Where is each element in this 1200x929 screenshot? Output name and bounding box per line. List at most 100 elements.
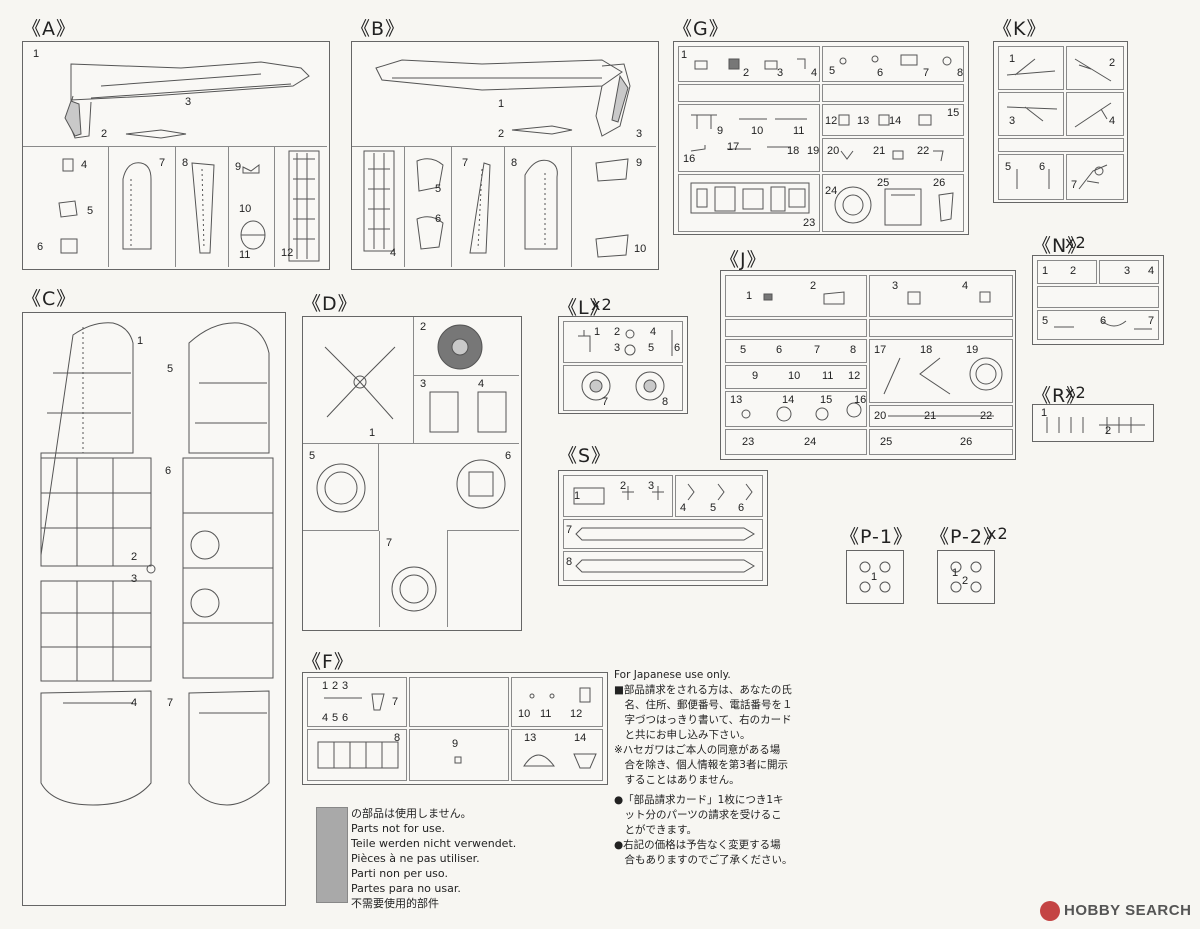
sprue-s-cell-2: 4 5 6 <box>675 475 763 517</box>
strut-k4 <box>1074 102 1112 128</box>
legend-line: 不需要使用的部件 <box>351 897 439 910</box>
sprue-k-cell-4: 4 <box>1066 92 1124 136</box>
part-number: 1 <box>1042 265 1049 277</box>
part-number: 3 <box>131 573 138 585</box>
sprue-d-parts-cell: 3 4 <box>414 376 519 444</box>
sprue-j-cell-2: 3 4 <box>869 275 1013 317</box>
sprue-a-fuselage-cell: 1 2 3 <box>23 42 327 147</box>
housings-d <box>429 391 507 433</box>
part-number: 19 <box>807 145 820 157</box>
small-parts-j2 <box>907 291 991 305</box>
part-number: 15 <box>947 107 960 119</box>
part-number: 14 <box>889 115 902 127</box>
part-number: 8 <box>850 344 857 356</box>
panels-f <box>529 687 591 703</box>
part-number: 9 <box>452 738 459 750</box>
part-number: 4 <box>1148 265 1155 277</box>
part-number: 4 <box>478 378 485 390</box>
part-number: 18 <box>920 344 933 356</box>
cockpit-wall-a <box>288 150 320 262</box>
sprue-n-frame: 1 2 3 4 5 6 7 <box>1032 255 1164 345</box>
part-number: 2 <box>810 280 817 292</box>
part-number: 1 <box>681 49 688 61</box>
part-number: 23 <box>803 217 816 229</box>
japan-note-line: ット分のパーツの請求を受けるこ <box>614 809 782 821</box>
discs-j <box>741 402 862 422</box>
sprue-k-cell-3: 3 <box>998 92 1064 136</box>
part-number: 4 <box>811 67 818 79</box>
japan-note-line: ●「部品請求カード」1枚につき1キ <box>614 794 784 806</box>
sprue-b-plates-cell: 9 10 <box>572 147 656 267</box>
part-number: 4 <box>962 280 969 292</box>
sprue-g-cell-4: 12 13 14 15 <box>822 104 964 136</box>
strut-k3 <box>1006 106 1058 122</box>
sprue-p2-multiplier: x2 <box>987 524 1009 543</box>
sprue-k-cell-2: 2 <box>1066 46 1124 90</box>
part-number: 12 <box>281 247 294 259</box>
part-number: 1 <box>322 680 329 692</box>
part-number: 5 <box>829 65 836 77</box>
engine-d <box>437 324 483 370</box>
japan-note-line: ●右記の価格は予告なく変更する場 <box>614 839 781 851</box>
small-parts-a <box>58 158 78 254</box>
part-number: 20 <box>874 410 887 422</box>
legend-line: Pièces à ne pas utiliser. <box>351 852 480 865</box>
sprue-b-frame: 1 2 3 4 5 6 7 8 <box>351 41 659 270</box>
part-number: 3 <box>777 67 784 79</box>
bombs-s <box>687 483 753 501</box>
part-number: 17 <box>727 141 740 153</box>
plates-b <box>595 158 629 258</box>
part-number: 17 <box>874 344 887 356</box>
part-number: 8 <box>566 556 573 568</box>
part-number: 19 <box>966 344 979 356</box>
sprue-n-cell-2: 3 4 <box>1099 260 1159 284</box>
part-number: 8 <box>394 732 401 744</box>
part-number: 16 <box>683 153 696 165</box>
japan-note-line: 名、住所、郵便番号、電話番号を１ <box>614 699 793 711</box>
part-number: 1 <box>137 335 144 347</box>
part-number: 7 <box>602 396 609 408</box>
part-number: 10 <box>518 708 531 720</box>
sprue-b-cockpit-cell: 4 <box>352 147 405 267</box>
part-number: 1 <box>574 490 581 502</box>
fin-a <box>191 162 215 254</box>
part-number: 5 <box>710 502 717 514</box>
torpedo-half-s2 <box>575 559 755 573</box>
part-number: 7 <box>923 67 930 79</box>
sprue-n-empty <box>1037 286 1159 308</box>
part-number: 3 <box>648 480 655 492</box>
sprue-n-cell-3: 5 6 7 <box>1037 310 1159 340</box>
canopy-f <box>523 753 597 769</box>
part-number: 7 <box>462 157 469 169</box>
sprue-a-rudder-cell: 7 <box>109 147 176 267</box>
sprue-j-struts-cell: 17 18 19 <box>869 339 1013 403</box>
part-number: 3 <box>892 280 899 292</box>
sprue-b-fuselage-cell: 1 2 3 <box>352 42 656 147</box>
japan-note-line: 合を除き、個人情報を第3者に開示 <box>614 759 788 771</box>
sprue-b-fin-cell: 7 <box>452 147 505 267</box>
sprue-g-cell-7: 24 25 26 <box>822 174 964 232</box>
part-number: 5 <box>435 183 442 195</box>
part-number: 22 <box>917 145 930 157</box>
cockpit-wall-b <box>363 150 395 252</box>
part-number: 5 <box>740 344 747 356</box>
part-number: 26 <box>960 436 973 448</box>
part-number: 6 <box>435 213 442 225</box>
japan-note-line: と共にお申し込み下さい。 <box>614 729 751 741</box>
sprue-d-hatch-cell: 7 <box>379 531 448 627</box>
sprue-p1-title: 《P-1》 <box>840 526 913 548</box>
small-parts-g1 <box>694 58 806 70</box>
legend-line: の部品は使用しません。 <box>351 807 472 820</box>
fuselage-half-a <box>64 61 310 139</box>
hobby-search-logo-icon <box>1040 901 1060 921</box>
sprue-g-frame: 1 2 3 4 5 6 7 8 9 10 11 16 17 18 19 <box>673 41 969 235</box>
sprue-f-cell-5: 13 14 <box>511 729 603 781</box>
sprue-f-title: 《F》 <box>302 651 354 673</box>
sprue-n-title: 《N》 <box>1032 235 1088 257</box>
sprue-g-cell-2: 5 6 7 8 <box>822 46 964 82</box>
part-number: 6 <box>1100 315 1107 327</box>
part-number: 22 <box>980 410 993 422</box>
sprue-g-cell-6: 23 <box>678 174 820 232</box>
sprue-k-cell-6: 7 <box>1066 154 1124 200</box>
part-number: 2 <box>101 128 108 140</box>
